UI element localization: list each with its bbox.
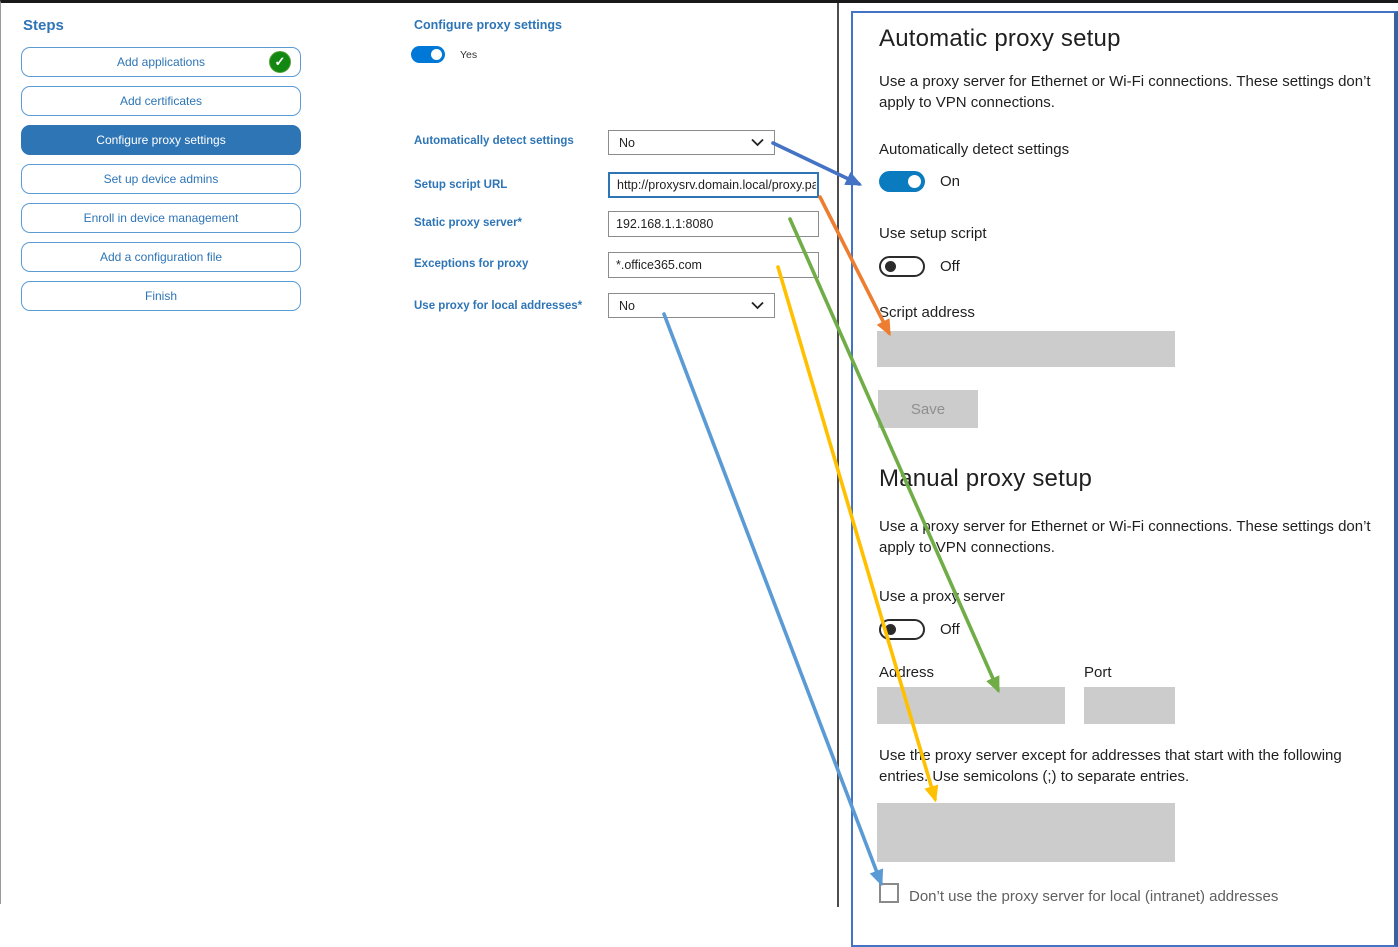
chevron-down-icon [751, 138, 764, 147]
proxy-port-input[interactable] [1084, 687, 1175, 724]
select-value: No [619, 298, 635, 313]
local-addresses-checkbox-row: Don’t use the proxy server for local (in… [879, 883, 1279, 905]
use-setup-script-label: Use setup script [879, 225, 987, 242]
field-label-exceptions-for-proxy: Exceptions for proxy [414, 258, 529, 270]
chevron-down-icon [751, 301, 764, 310]
use-a-proxy-server-toggle[interactable] [879, 619, 925, 640]
use-setup-script-toggle[interactable] [879, 256, 925, 277]
step-label: Configure proxy settings [96, 133, 226, 147]
use-a-proxy-server-label: Use a proxy server [879, 588, 1005, 605]
step-enroll-in-device-management[interactable]: Enroll in device management [21, 203, 301, 233]
step-configure-proxy-settings[interactable]: Configure proxy settings [21, 125, 301, 155]
manual-proxy-description: Use a proxy server for Ethernet or Wi-Fi… [879, 518, 1371, 556]
auto-detect-toggle-state: On [940, 173, 961, 190]
address-label: Address [879, 664, 935, 681]
use-proxy-local-select[interactable]: No [608, 293, 775, 318]
port-label: Port [1084, 664, 1112, 681]
proxy-address-input[interactable] [877, 687, 1065, 724]
configure-proxy-toggle-state: Yes [460, 49, 478, 61]
step-add-certificates[interactable]: Add certificates [21, 86, 301, 116]
step-label: Enroll in device management [83, 211, 239, 225]
step-label: Finish [144, 289, 177, 303]
step-label: Add a configuration file [99, 250, 223, 264]
field-label-auto-detect: Automatically detect settings [414, 135, 574, 147]
configure-proxy-toggle[interactable] [411, 46, 445, 63]
static-proxy-server-input[interactable] [608, 211, 819, 237]
steps-heading: Steps [23, 17, 64, 34]
automatic-proxy-setup-heading: Automatic proxy setup [879, 25, 1121, 52]
step-finish[interactable]: Finish [21, 281, 301, 311]
step-label: Add applications [116, 55, 206, 69]
exceptions-for-proxy-input[interactable] [608, 252, 819, 278]
auto-detect-select[interactable]: No [608, 130, 775, 155]
use-a-proxy-server-toggle-state: Off [940, 621, 960, 638]
toggle-knob [885, 624, 896, 635]
select-value: No [619, 135, 635, 150]
automatic-proxy-description: Use a proxy server for Ethernet or Wi-Fi… [879, 73, 1371, 111]
completed-check-icon: ✓ [269, 51, 291, 73]
manual-proxy-setup-heading: Manual proxy setup [879, 465, 1093, 492]
auto-detect-toggle[interactable] [879, 171, 925, 192]
step-add-a-configuration-file[interactable]: Add a configuration file [21, 242, 301, 272]
field-label-use-proxy-local: Use proxy for local addresses* [414, 300, 583, 312]
auto-detect-settings-label: Automatically detect settings [879, 141, 1070, 158]
field-label-static-proxy-server: Static proxy server* [414, 217, 523, 229]
step-label: Set up device admins [103, 172, 219, 186]
script-address-input[interactable] [877, 331, 1175, 367]
arrow-local-addresses-mapping [662, 312, 884, 887]
step-set-up-device-admins[interactable]: Set up device admins [21, 164, 301, 194]
step-add-applications[interactable]: Add applications ✓ [21, 47, 301, 77]
setup-script-url-input[interactable] [608, 172, 819, 198]
local-addresses-checkbox[interactable] [879, 883, 899, 903]
page-title: Configure proxy settings [414, 18, 562, 32]
step-label: Add certificates [119, 94, 203, 108]
script-address-label: Script address [879, 304, 975, 321]
field-label-setup-script-url: Setup script URL [414, 179, 508, 191]
local-addresses-checkbox-label: Don’t use the proxy server for local (in… [909, 888, 1279, 905]
toggle-knob [885, 261, 896, 272]
toggle-knob [431, 49, 442, 60]
proxy-exceptions-textarea[interactable] [877, 803, 1175, 862]
steps-sidebar: Steps Add applications ✓ Add certificate… [21, 15, 301, 320]
proxy-exceptions-hint: Use the proxy server except for addresse… [879, 747, 1342, 785]
windows-proxy-settings-panel: Automatic proxy setup Use a proxy server… [851, 11, 1398, 947]
toggle-knob [908, 175, 921, 188]
save-button[interactable]: Save [878, 390, 978, 428]
section-divider [837, 3, 839, 907]
use-setup-script-toggle-state: Off [940, 258, 960, 275]
